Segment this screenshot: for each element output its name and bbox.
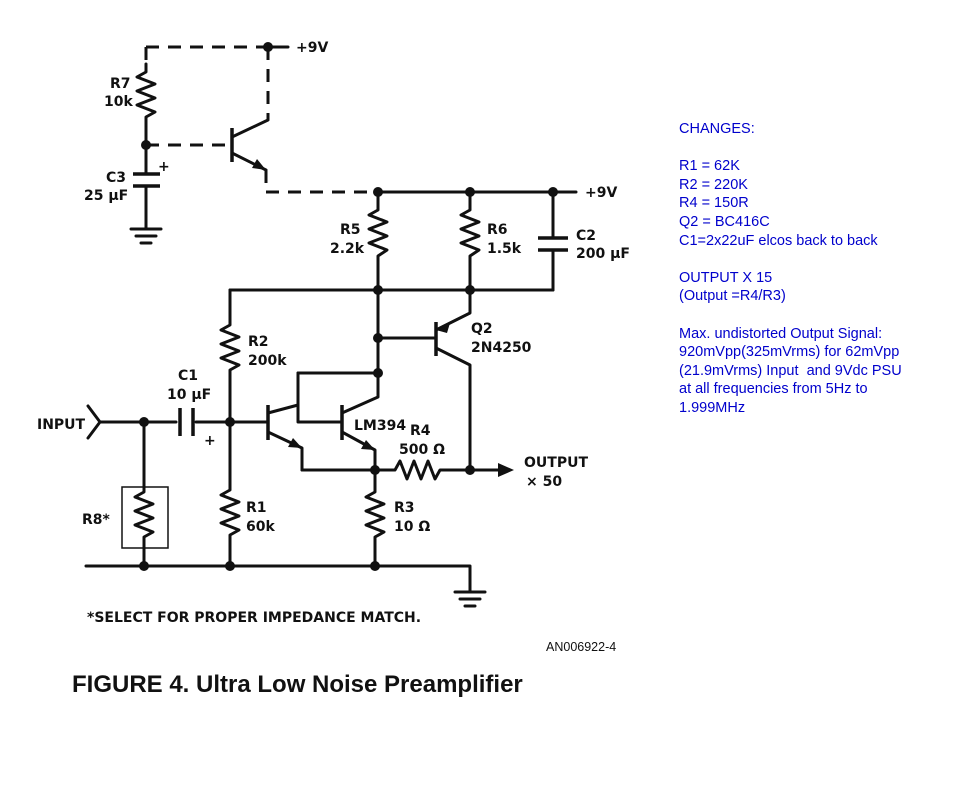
r4-name-label: R4: [410, 423, 431, 439]
r6-value-label: 1.5k: [487, 241, 522, 257]
transistor-q2: [434, 288, 472, 472]
r7-name-label: R7: [110, 76, 131, 92]
vcc-mid-label: +9V: [585, 185, 617, 201]
ground-symbol: [453, 590, 487, 608]
c1-value-label: 10 μF: [167, 387, 211, 403]
figure-code: AN006922-4: [546, 640, 616, 654]
dashed-regulator-wiring: [144, 45, 378, 194]
r5-value-label: 2.2k: [330, 241, 365, 257]
c1-name-label: C1: [178, 368, 198, 384]
c3-plus-label: +: [158, 159, 170, 175]
changes-line: (21.9mVrms) Input and 9Vdc PSU: [679, 362, 902, 379]
r1-name-label: R1: [246, 500, 267, 516]
changes-line: 1.999MHz: [679, 399, 746, 416]
r3-value-label: 10 Ω: [394, 519, 430, 535]
resistor-r8: [133, 485, 155, 568]
changes-line: 920mVpp(325mVrms) for 62mVpp: [679, 344, 900, 361]
input-terminal: [86, 404, 102, 440]
r6-name-label: R6: [487, 222, 508, 238]
capacitor-c3: [133, 172, 160, 188]
r2-name-label: R2: [248, 334, 269, 350]
capacitor-c2: [538, 236, 568, 252]
changes-line: at all frequencies from 5Hz to: [679, 381, 868, 398]
ground-symbol: [129, 227, 163, 245]
junction-dot: [139, 561, 149, 571]
changes-line: R2 = 220K: [679, 176, 748, 193]
r7-value-label: 10k: [104, 94, 133, 110]
q2-value-label: 2N4250: [471, 340, 532, 356]
vcc-top-label: +9V: [296, 40, 328, 56]
junction-dot: [370, 561, 380, 571]
output-arrow: [498, 463, 514, 477]
lm394-label: LM394: [354, 418, 406, 434]
lm394-transistor-pair: [266, 371, 380, 472]
r8-name-label: R8*: [82, 512, 111, 528]
c1-plus-label: +: [204, 433, 216, 449]
c2-name-label: C2: [576, 228, 596, 244]
regulator-transistor: [230, 118, 270, 172]
changes-line: R1 = 62K: [679, 158, 740, 175]
r3-name-label: R3: [394, 500, 415, 516]
junction-dot: [225, 561, 235, 571]
changes-line: OUTPUT X 15: [679, 269, 773, 286]
footnote-text: *SELECT FOR PROPER IMPEDANCE MATCH.: [87, 610, 421, 626]
changes-line: Max. undistorted Output Signal:: [679, 325, 883, 342]
resistor-r4: [373, 459, 502, 481]
changes-line: (Output =R4/R3): [679, 288, 786, 305]
ground-rail: [84, 564, 472, 594]
input-label: INPUT: [37, 417, 86, 433]
resistor-r3: [364, 468, 386, 568]
resistor-r7: [135, 62, 157, 130]
q2-name-label: Q2: [471, 321, 493, 337]
changes-line: CHANGES:: [679, 121, 755, 137]
resistor-r6: [459, 190, 481, 292]
resistor-r2: [219, 288, 241, 424]
changes-notes: CHANGES: R1 = 62K R2 = 220K R4 = 150R Q2…: [679, 120, 902, 418]
capacitor-c1: [178, 408, 195, 436]
changes-line: Q2 = BC416C: [679, 213, 770, 230]
resistor-r1: [219, 420, 241, 568]
changes-line: R4 = 150R: [679, 195, 749, 212]
r5-name-label: R5: [340, 222, 361, 238]
r4-value-label: 500 Ω: [399, 442, 445, 458]
r1-value-label: 60k: [246, 519, 275, 535]
resistor-r5: [367, 190, 389, 264]
changes-line: C1=2x22uF elcos back to back: [679, 232, 878, 249]
r2-value-label: 200k: [248, 353, 287, 369]
changes-line: [679, 250, 902, 269]
figure-caption: FIGURE 4. Ultra Low Noise Preamplifier: [72, 671, 523, 698]
changes-line: [679, 306, 902, 325]
output-label: OUTPUT: [524, 455, 588, 471]
c2-value-label: 200 μF: [576, 246, 630, 262]
c3-value-label: 25 μF: [84, 188, 128, 204]
c3-name-label: C3: [106, 170, 126, 186]
changes-line: [679, 139, 902, 158]
output-gain-label: × 50: [526, 474, 562, 490]
